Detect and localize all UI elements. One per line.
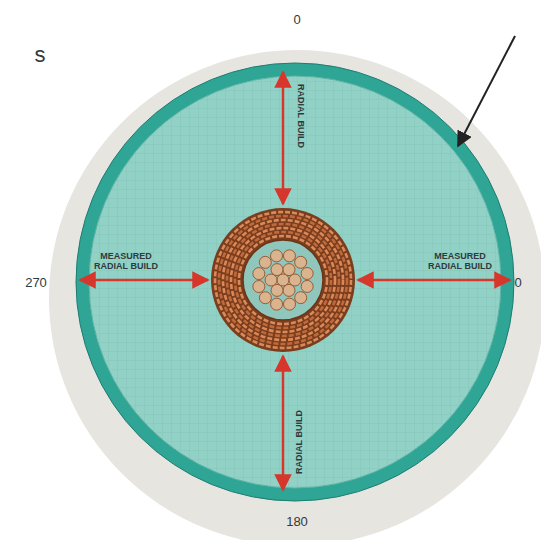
dimension-label: MEASURED RADIAL BUILD	[420, 252, 500, 272]
dimension-arrow	[282, 356, 285, 490]
dimension-label: RADIAL BUILD	[295, 410, 305, 474]
angle-label: 0	[293, 13, 300, 27]
dimension-label: MEASURED RADIAL BUILD	[86, 252, 166, 272]
dimension-label: RADIAL BUILD	[295, 84, 305, 148]
dimension-arrow	[358, 279, 510, 282]
dimension-arrow	[282, 72, 285, 204]
cropped-text: s	[35, 43, 46, 67]
angle-label: 270	[25, 276, 47, 290]
conductor	[211, 208, 355, 352]
jacket-ring	[76, 63, 514, 501]
leader-arrow	[458, 36, 515, 146]
background-disc	[49, 50, 541, 540]
angle-label: 0	[514, 276, 521, 290]
grid	[80, 70, 510, 500]
angle-label: 180	[286, 515, 308, 529]
dimension-arrow	[80, 279, 208, 282]
